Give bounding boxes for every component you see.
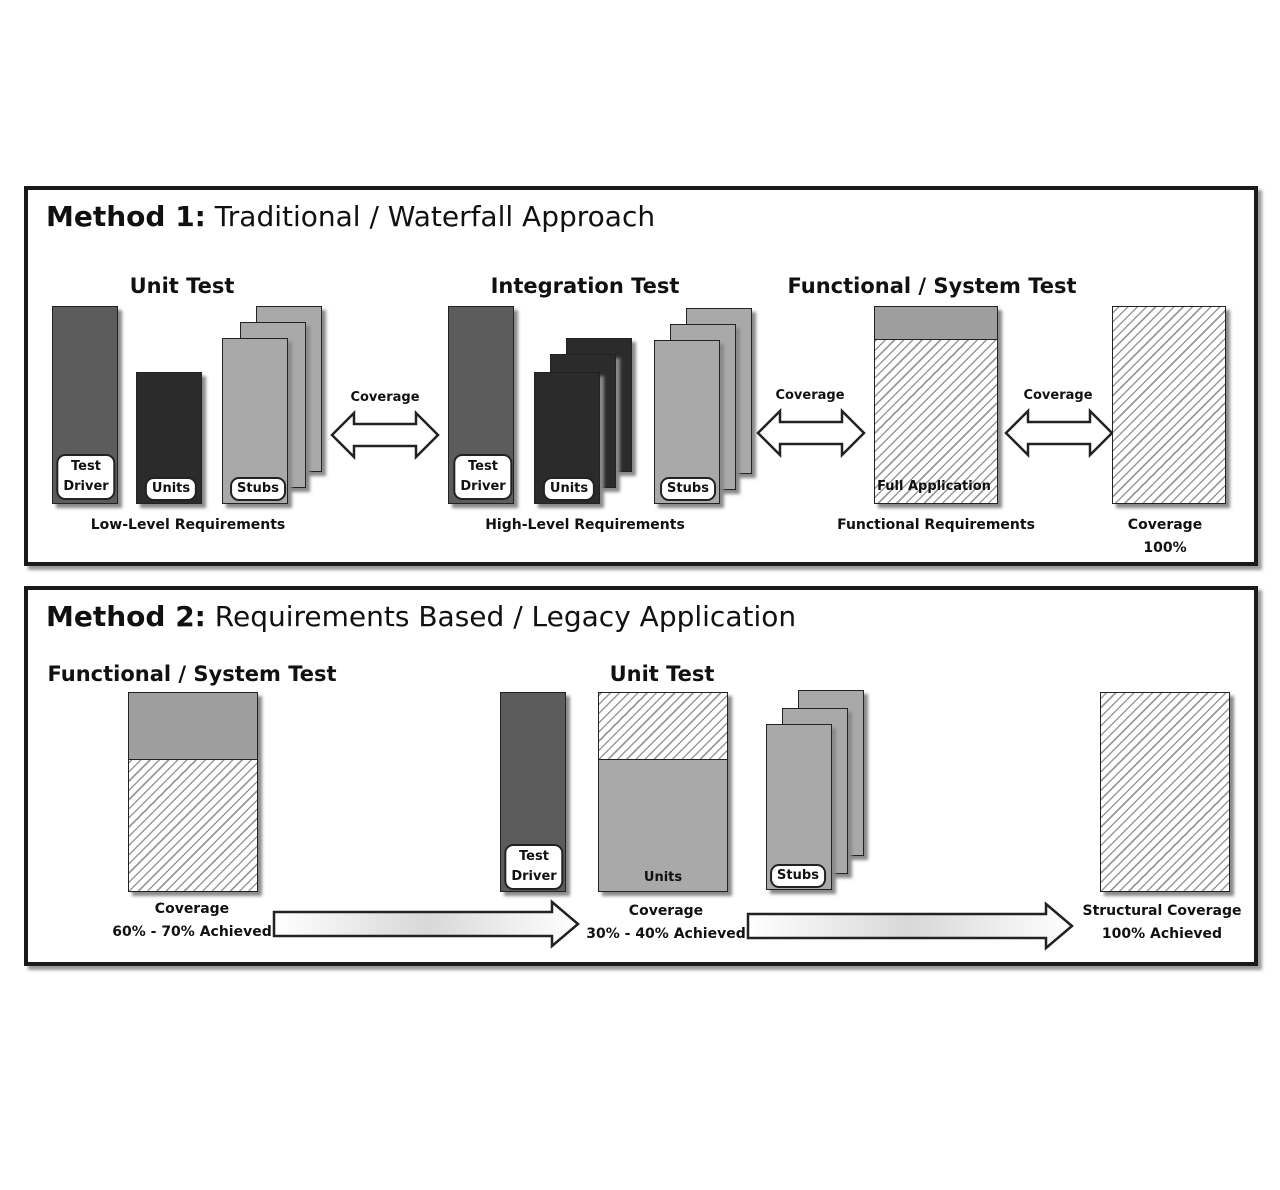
- method2-functional-caption: Coverage 60% - 70% Achieved: [112, 901, 272, 940]
- method2-unit-caption: Coverage 30% - 40% Achieved: [586, 903, 746, 942]
- method2-units-hatch-band: [599, 693, 727, 760]
- method1-stubs-label: Stubs: [230, 477, 286, 501]
- method2-units-label: Units: [643, 870, 683, 885]
- method1-test-driver-label: Test Driver: [56, 454, 116, 500]
- method2-structural-caption: Structural Coverage 100% Achieved: [1082, 903, 1242, 942]
- method1-int-units-label: Units: [542, 477, 596, 501]
- method1-low-level-caption: Low-Level Requirements: [90, 517, 286, 533]
- method2-functional-test-title: Functional / System Test: [47, 662, 337, 686]
- double-arrow-icon: [756, 407, 866, 459]
- method1-full-app-label: Full Application: [877, 479, 991, 494]
- method1-stub-block-1: [222, 338, 288, 504]
- method1-units-label: Units: [144, 477, 198, 501]
- method1-int-stubs-label: Stubs: [660, 477, 716, 501]
- method2-structural-block: [1100, 692, 1230, 892]
- method2-panel: Method 2: Requirements Based / Legacy Ap…: [24, 586, 1258, 966]
- method1-integration-test-title: Integration Test: [490, 274, 680, 298]
- double-arrow-icon: [330, 409, 440, 461]
- method1-coverage-caption: Coverage 100%: [1127, 517, 1203, 556]
- method1-unit-test-title: Unit Test: [129, 274, 235, 298]
- method1-int-stub-block-1: [654, 340, 720, 504]
- method1-title: Method 1: Traditional / Waterfall Approa…: [46, 200, 656, 233]
- method1-panel: Method 1: Traditional / Waterfall Approa…: [24, 186, 1258, 566]
- method1-arrow2-label: Coverage: [775, 388, 845, 403]
- method1-functional-caption: Functional Requirements: [837, 517, 1035, 533]
- method1-coverage-block: [1112, 306, 1226, 504]
- method2-stubs-label: Stubs: [770, 864, 826, 888]
- method1-arrow3-label: Coverage: [1023, 388, 1093, 403]
- method2-functional-block: [128, 692, 258, 892]
- method1-arrow1-label: Coverage: [350, 390, 420, 405]
- method2-stub-block-1: [766, 724, 832, 890]
- method2-unit-test-title: Unit Test: [609, 662, 715, 686]
- method1-full-application-block: [874, 306, 998, 504]
- method2-test-driver-label: Test Driver: [504, 844, 564, 890]
- method2-units-block: [598, 692, 728, 892]
- method1-functional-test-title: Functional / System Test: [787, 274, 1077, 298]
- method2-title: Method 2: Requirements Based / Legacy Ap…: [46, 600, 797, 633]
- method1-int-test-driver-label: Test Driver: [453, 454, 513, 500]
- method1-full-app-gray-band: [875, 307, 997, 340]
- progress-arrow-icon: [746, 901, 1074, 951]
- double-arrow-icon: [1004, 407, 1114, 459]
- progress-arrow-icon: [272, 899, 580, 949]
- method1-high-level-caption: High-Level Requirements: [485, 517, 685, 533]
- method2-functional-gray-band: [129, 693, 257, 760]
